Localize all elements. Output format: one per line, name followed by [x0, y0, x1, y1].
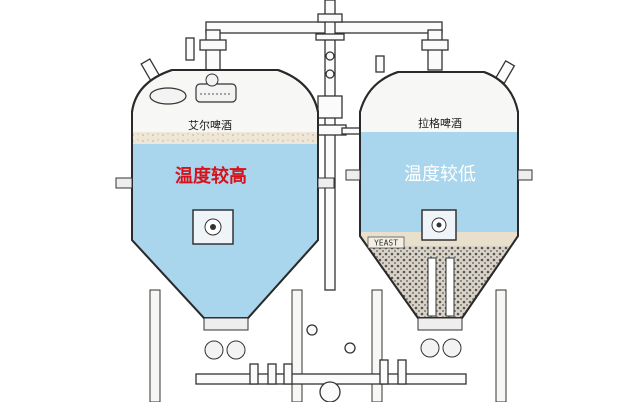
right-tank-drain-valve: [420, 338, 440, 358]
left-tank-cooling-unit: [195, 83, 237, 103]
manifold-pump: [319, 381, 341, 402]
left-tank-hatch: [149, 87, 187, 105]
left-tank: 艾尔啤酒 温度较高: [115, 69, 335, 402]
yeast-label: YEAST: [374, 239, 398, 248]
left-tank-drain-valve: [204, 340, 224, 360]
right-tank: YEAST 拉格啤酒 温度较低: [345, 71, 533, 402]
right-tank-name: 拉格啤酒: [418, 116, 462, 130]
left-tank-foam: [132, 132, 318, 144]
right-tank-temperature-note: 温度较低: [404, 164, 476, 185]
yeast-tag: [367, 236, 405, 249]
bottom-manifold: [195, 324, 467, 402]
left-tank-name: 艾尔啤酒: [188, 118, 232, 132]
left-tank-temperature-note: 温度较高: [175, 165, 247, 187]
